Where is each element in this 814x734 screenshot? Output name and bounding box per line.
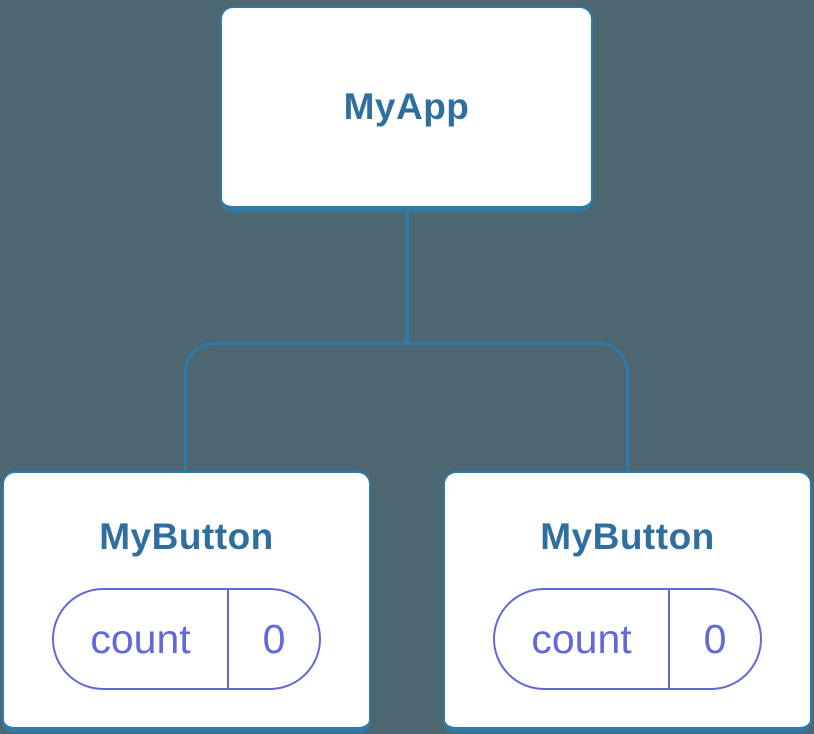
- node-myapp: MyApp: [220, 6, 593, 212]
- node-mybutton-1-label: MyButton: [99, 516, 274, 557]
- node-mybutton-2: MyButton count 0: [443, 471, 812, 733]
- state-pill: count 0: [52, 588, 321, 690]
- state-pill: count 0: [493, 588, 762, 690]
- state-value-cell: 0: [227, 590, 319, 688]
- state-name: count: [531, 615, 632, 662]
- state-value: 0: [262, 615, 286, 662]
- state-name-cell: count: [495, 590, 668, 688]
- node-mybutton-2-label: MyButton: [540, 516, 715, 557]
- state-name-cell: count: [54, 590, 227, 688]
- connector-stem: [405, 210, 409, 345]
- node-myapp-label: MyApp: [343, 86, 470, 127]
- state-value-cell: 0: [668, 590, 760, 688]
- state-name: count: [90, 615, 191, 662]
- state-value: 0: [703, 615, 727, 662]
- connector-bracket: [184, 342, 629, 472]
- node-mybutton-1: MyButton count 0: [2, 471, 371, 733]
